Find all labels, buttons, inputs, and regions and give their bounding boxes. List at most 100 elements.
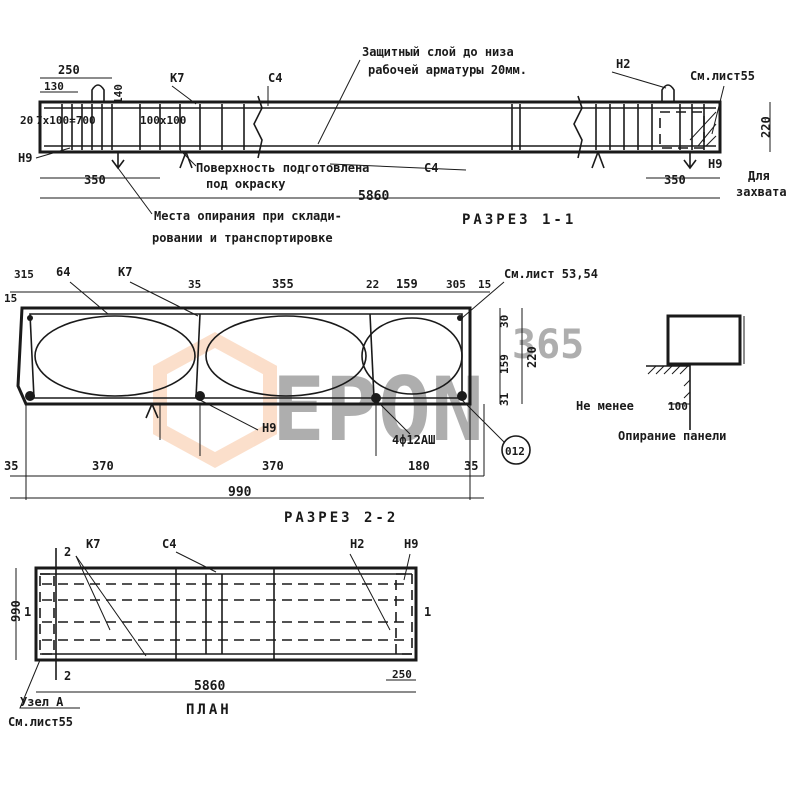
- support-value-min: 100: [668, 400, 688, 413]
- section1-note-support-1: Места опирания при склади-: [154, 209, 342, 223]
- plan-node-sheet: См.лист55: [8, 715, 73, 729]
- section2-rebar-dots: [25, 315, 467, 403]
- section2-rebar-circle: 012: [505, 445, 525, 458]
- plan-k7-leader-2: [75, 555, 147, 657]
- section2-dim-top-3: 355: [272, 277, 294, 291]
- section2-rebar-dot: [25, 391, 35, 401]
- section1-end-block: [659, 111, 705, 149]
- section2-rebar-dot: [457, 315, 463, 321]
- section1-note-cover-2: рабочей арматуры 20мм.: [368, 63, 527, 77]
- plan-end-right: [395, 573, 413, 655]
- section-2-2: 315 64 35 355 22 159 305 15 15 К7 См.лис…: [4, 265, 598, 526]
- section2-dim-top-4: 22: [366, 278, 379, 291]
- section2-void-2: [205, 315, 367, 397]
- section2-dim-15: 15: [4, 292, 17, 305]
- section2-dim-total: 990: [228, 485, 252, 500]
- section2-dim-top-0: 315: [14, 268, 34, 281]
- watermark-logo-hex: [153, 332, 277, 468]
- section1-note-surface-leader: [179, 149, 197, 167]
- section1-mark-c4-top: С4: [268, 71, 282, 85]
- section2-web-2: [369, 313, 375, 399]
- section1-note-surface-1: Поверхность подготовлена: [196, 161, 369, 175]
- section2-void-3: [361, 317, 463, 395]
- section2-64-leader: [69, 281, 109, 315]
- plan-n9-leader: [403, 553, 411, 581]
- watermark-text: EPON: [272, 358, 484, 461]
- plan-dim-width: 990: [9, 600, 23, 622]
- section1-mark-n9-right: Н9: [708, 157, 722, 171]
- section1-support-right: [591, 151, 605, 169]
- section2-dim-bottom-4: 35: [464, 459, 478, 473]
- section2-rebar-dot: [371, 393, 381, 403]
- section1-dim-total: 5860: [358, 189, 389, 204]
- plan-mark-n9: Н9: [404, 537, 418, 551]
- section2-rebar-dot: [195, 391, 205, 401]
- plan-node-leader: [19, 659, 80, 709]
- section2-panel-outline: [16, 306, 472, 406]
- section1-dim-350-left: 350: [84, 173, 106, 187]
- section2-dim-31: 31: [498, 392, 511, 406]
- section2-web-1: [195, 313, 201, 399]
- plan-title: ПЛАН: [186, 702, 232, 718]
- section2-dim-top-1: 64: [56, 265, 70, 279]
- plan-mark-c4: С4: [162, 537, 176, 551]
- plan-node-label: Узел А: [20, 695, 64, 709]
- section1-break-left: [253, 95, 263, 159]
- section1-dim-20: 20: [20, 114, 33, 127]
- support-panel-shape: [666, 314, 742, 366]
- section2-rebar: 4ф12АШ: [392, 433, 435, 447]
- section1-dim-140: 140: [112, 84, 125, 104]
- watermark-digits: 365: [512, 322, 584, 368]
- section2-rebar-leader: [377, 401, 411, 435]
- section1-note-cover-leader: [317, 59, 361, 145]
- plan-mark-k7: К7: [86, 537, 100, 551]
- section2-n9-leader: [199, 399, 259, 431]
- plan-n2-leader: [349, 553, 391, 631]
- plan-mark-n2: Н2: [350, 537, 364, 551]
- support-wall: [646, 365, 691, 430]
- section1-panel-outline: [38, 100, 722, 154]
- section1-note-lift-1: Для: [748, 169, 770, 183]
- section1-lifting-loop-right: [661, 84, 675, 102]
- section1-stirrups-right: [595, 104, 705, 150]
- section1-stirrups-mid: [511, 104, 521, 150]
- support-label-min: Не менее: [576, 399, 634, 413]
- section1-title: РАЗРЕЗ 1-1: [462, 212, 576, 228]
- section2-dim-top-7: 15: [478, 278, 491, 291]
- section1-c4-bottom-leader: [329, 163, 467, 171]
- section1-note-support-2: ровании и транспортировке: [152, 231, 333, 245]
- section2-dim-220: 220: [525, 346, 539, 368]
- section2-dim-top-6: 305: [446, 278, 466, 291]
- support-hatch: [647, 365, 691, 399]
- section2-support-left: [145, 403, 159, 419]
- section2-dim-top-2: 35: [188, 278, 201, 291]
- section1-mark-n2: Н2: [616, 57, 630, 71]
- section2-circle-leader: [461, 399, 505, 443]
- section1-see-sheet-leader: [711, 85, 725, 135]
- section1-note-lift-2: захвата: [736, 185, 787, 199]
- section2-dim-top-5: 159: [396, 277, 418, 291]
- section1-arrow-left: [111, 152, 125, 170]
- section1-dim-130: 130: [44, 80, 64, 93]
- section1-dim-height: 220: [759, 116, 773, 138]
- section1-see-sheet: См.лист55: [690, 69, 755, 83]
- section2-mark-n9: Н9: [262, 421, 276, 435]
- section2-title: РАЗРЕЗ 2-2: [284, 510, 398, 526]
- section2-see-sheet: См.лист 53,54: [504, 267, 598, 281]
- section1-break-right: [573, 95, 583, 159]
- section2-see-sheet-leader: [461, 281, 505, 319]
- section2-dim-bottom-0: 35: [4, 459, 18, 473]
- section2-void-1: [34, 315, 196, 397]
- plan-end-left: [39, 573, 55, 655]
- plan-mid-rebars: [205, 574, 223, 654]
- plan-mark-1-left: 1: [24, 605, 31, 619]
- plan-view: 2 2 К7 С4 Н2 Н9 990 1 1 5860 250 ПЛАН Уз…: [8, 537, 431, 729]
- section1-stirrups-left: [61, 104, 245, 150]
- plan-mark-2-top: 2: [64, 545, 71, 559]
- section1-note-cover-1: Защитный слой до низа: [362, 45, 514, 59]
- section2-rebar-circle-shape: [501, 435, 531, 465]
- section2-dim-30: 30: [498, 315, 511, 328]
- section2-rebar-dot: [457, 391, 467, 401]
- section1-dim-350-right: 350: [664, 173, 686, 187]
- plan-dim-length: 5860: [194, 679, 225, 694]
